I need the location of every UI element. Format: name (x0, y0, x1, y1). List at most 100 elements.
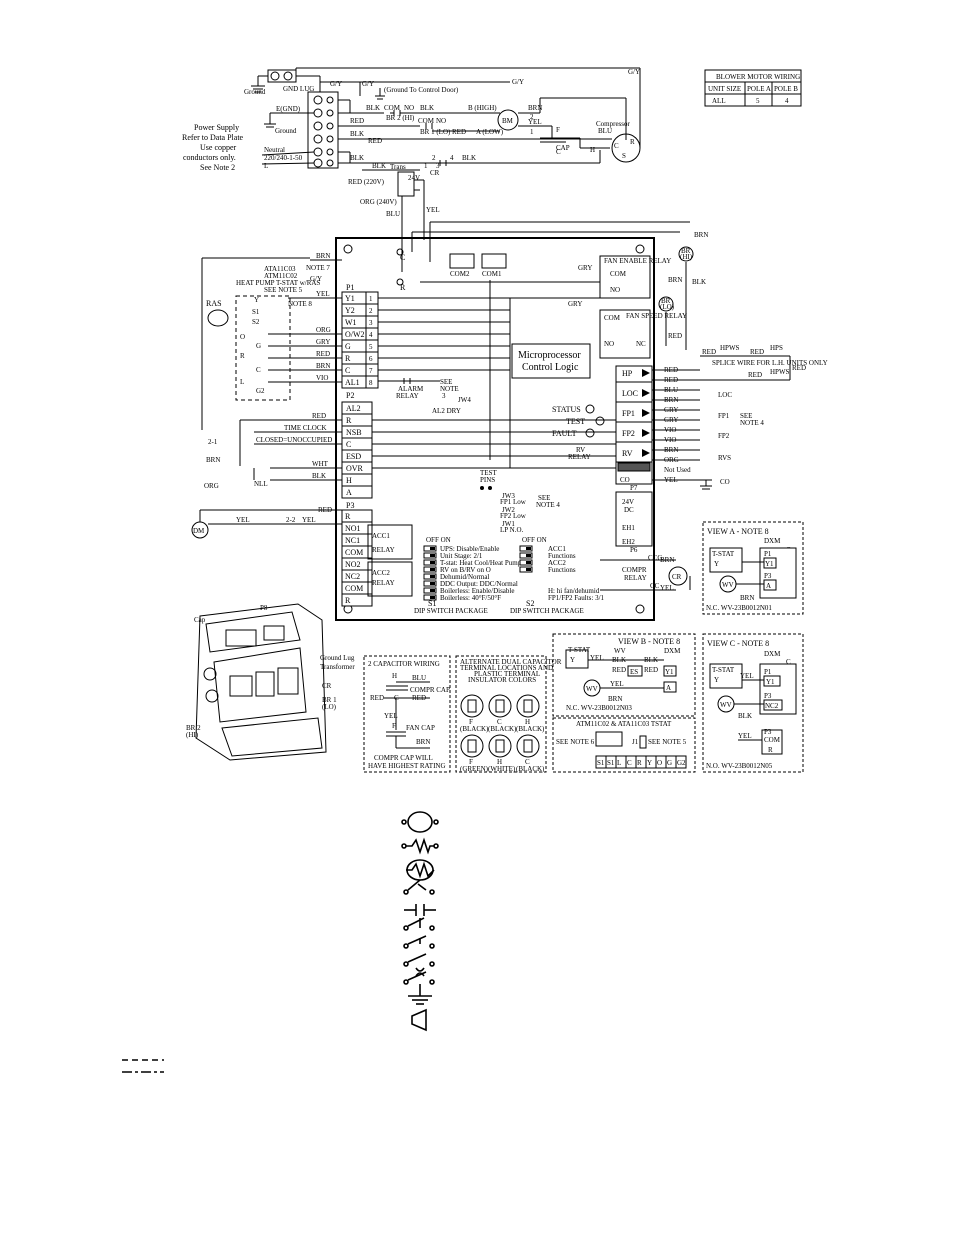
cr-num-3: 3 (436, 162, 440, 170)
relay-contact-symbol-icon (404, 904, 436, 916)
dual-cap-bottom-color-0: (GREEN) (460, 765, 489, 773)
right-terminal-loc: LOC (622, 389, 638, 398)
terminal-arrow-icon (642, 409, 650, 417)
tstat-r: R (240, 352, 245, 360)
tstat-gy: G/Y (310, 275, 322, 283)
gy-label-2: G/Y (512, 78, 524, 86)
dual-cap-bottom-color-1: (WHITE) (488, 765, 516, 773)
bm-num-1: 1 (530, 128, 534, 136)
dual-cap-top-letter-1: C (497, 718, 502, 726)
p3-terminal-2: NC1 (345, 536, 360, 545)
s2-item-4: H: hi fan/dehumid (548, 587, 600, 595)
l-label: L (264, 162, 268, 170)
blower-table-r3: 4 (785, 97, 789, 105)
test-button-icon[interactable] (595, 416, 605, 426)
acc2-label: ACC2 (372, 569, 390, 577)
note7-label: NOTE 7 (306, 264, 330, 272)
rf-cr-label: CR (672, 573, 682, 581)
status-label: STATUS (552, 405, 581, 414)
test-pins-2: PINS (480, 476, 495, 484)
view-c-title: VIEW C - NOTE 8 (707, 639, 769, 648)
cap-wiring-fan: FAN CAP (406, 724, 435, 732)
p1-terminal-5: R (345, 354, 351, 363)
tstat-o: O (240, 333, 245, 341)
cap-wiring-title: 2 CAPACITOR WIRING (368, 660, 440, 668)
dual-cap-title-1: ALTERNATE DUAL CAPACITOR (460, 658, 562, 666)
s1-item-3: RV on B/RV on O (440, 566, 491, 574)
power-supply-line4: conductors only. (183, 153, 236, 162)
p1-label: P1 (346, 283, 354, 292)
cutaway-br1-1: BR 1 (322, 696, 337, 704)
br2-no-label: NO (404, 104, 414, 112)
power-terminal-block: Power Supply Refer to Data Plate Use cop… (182, 91, 339, 172)
view-c-footer: N.O. WV-23B0012N05 (706, 762, 773, 770)
tstat-brn: BRN (316, 362, 330, 370)
splice-label: SPLICE WIRE FOR L.H. UNITS ONLY (712, 359, 828, 367)
atm-see-note6: SEE NOTE 6 (556, 738, 595, 746)
view-c-wv: WV (720, 701, 732, 709)
micro-line2: Control Logic (522, 362, 579, 373)
solenoid-symbol-icon (411, 1008, 427, 1032)
dual-cap-terminal-top-0 (460, 694, 484, 718)
nll-label: NLL (254, 480, 268, 488)
terminal-arrow-icon (642, 429, 650, 437)
p2-terminal-6: H (346, 476, 352, 485)
view-b-tstat: T-STAT (568, 646, 591, 654)
atm-see-note5: SEE NOTE 5 (648, 738, 687, 746)
view-a-footer: N.C. WV-23B0012N01 (706, 604, 772, 612)
br2-label: BR 2 (HI) (386, 114, 415, 122)
atm-terminal-5: Y (647, 759, 652, 767)
rf-blk-1: BLK (692, 278, 706, 286)
atm-terminal-3: C (627, 759, 632, 767)
lf-org: ORG (204, 482, 219, 490)
view-b-red-2: RED (644, 666, 658, 674)
br-hi-2: (HI) (680, 253, 693, 261)
fan-speed-no: NO (604, 340, 614, 348)
compressor-label: Compressor (596, 120, 631, 128)
rf-brn-1: BRN (694, 231, 708, 239)
rf-co-label: CO (720, 478, 730, 486)
lf-brn: BRN (206, 456, 220, 464)
cr-brn: BRN (660, 556, 674, 564)
s2-item-1: Functions (548, 552, 576, 560)
view-b-yel-2: YEL (610, 680, 624, 688)
view-a-title: VIEW A - NOTE 8 (707, 527, 769, 536)
view-b-es: ES (630, 668, 638, 676)
cr-num-1: 1 (424, 162, 428, 170)
dual-cap-terminal-top-1 (488, 694, 512, 718)
dual-cap-terminal-bottom-0 (460, 734, 484, 758)
trans-label: Trans (390, 163, 406, 171)
p1-num-6: 7 (369, 367, 373, 375)
view-b-title: VIEW B - NOTE 8 (618, 637, 680, 646)
p1-num-4: 5 (369, 343, 373, 351)
acc2-relay: RELAY (372, 579, 395, 587)
tstat-s1b: S2 (252, 318, 260, 326)
legend-symbols (122, 811, 439, 1073)
transformer-icon (397, 171, 415, 197)
view-a-y: Y (714, 560, 719, 568)
s1-label: S1 (428, 599, 436, 608)
br-hi-1: BR (681, 247, 691, 255)
dual-cap-bottom-letter-1: H (497, 758, 502, 766)
atm-terminal-6: O (657, 759, 662, 767)
dual-cap-top-letter-2: H (525, 718, 530, 726)
view-b-footer: N.C. WV-23B0012N03 (566, 704, 632, 712)
rf-red-c: RED (792, 364, 806, 372)
left-field-wiring: RED TIME CLOCK CLOSED=UNOCCUPIED WHT BLK… (191, 412, 342, 539)
arrow-22-label: 2-2 (286, 516, 296, 524)
earth-ground-symbol-icon (408, 984, 432, 1005)
hpws-label: HPWS (720, 344, 740, 352)
view-c-y: Y (714, 676, 719, 684)
board-traces (372, 221, 690, 591)
atm-terminal-0: S1 (597, 759, 605, 767)
status-led-icon (585, 404, 595, 414)
control-board: C R COM2 COM1 FAN ENABLE RELAY COM NO GR… (335, 237, 687, 621)
p2-terminal-5: OVR (346, 464, 364, 473)
cutaway-cap: Cap (194, 616, 206, 624)
rv-relay-2: RELAY (568, 453, 591, 461)
acc1-label: ACC1 (372, 532, 390, 540)
s2-dip-label: DIP SWITCH PACKAGE (510, 607, 584, 615)
p3-terminal-4: NO2 (345, 560, 361, 569)
br-lo-2: (LO) (660, 303, 675, 311)
terminal-symbol-icon (401, 811, 439, 833)
